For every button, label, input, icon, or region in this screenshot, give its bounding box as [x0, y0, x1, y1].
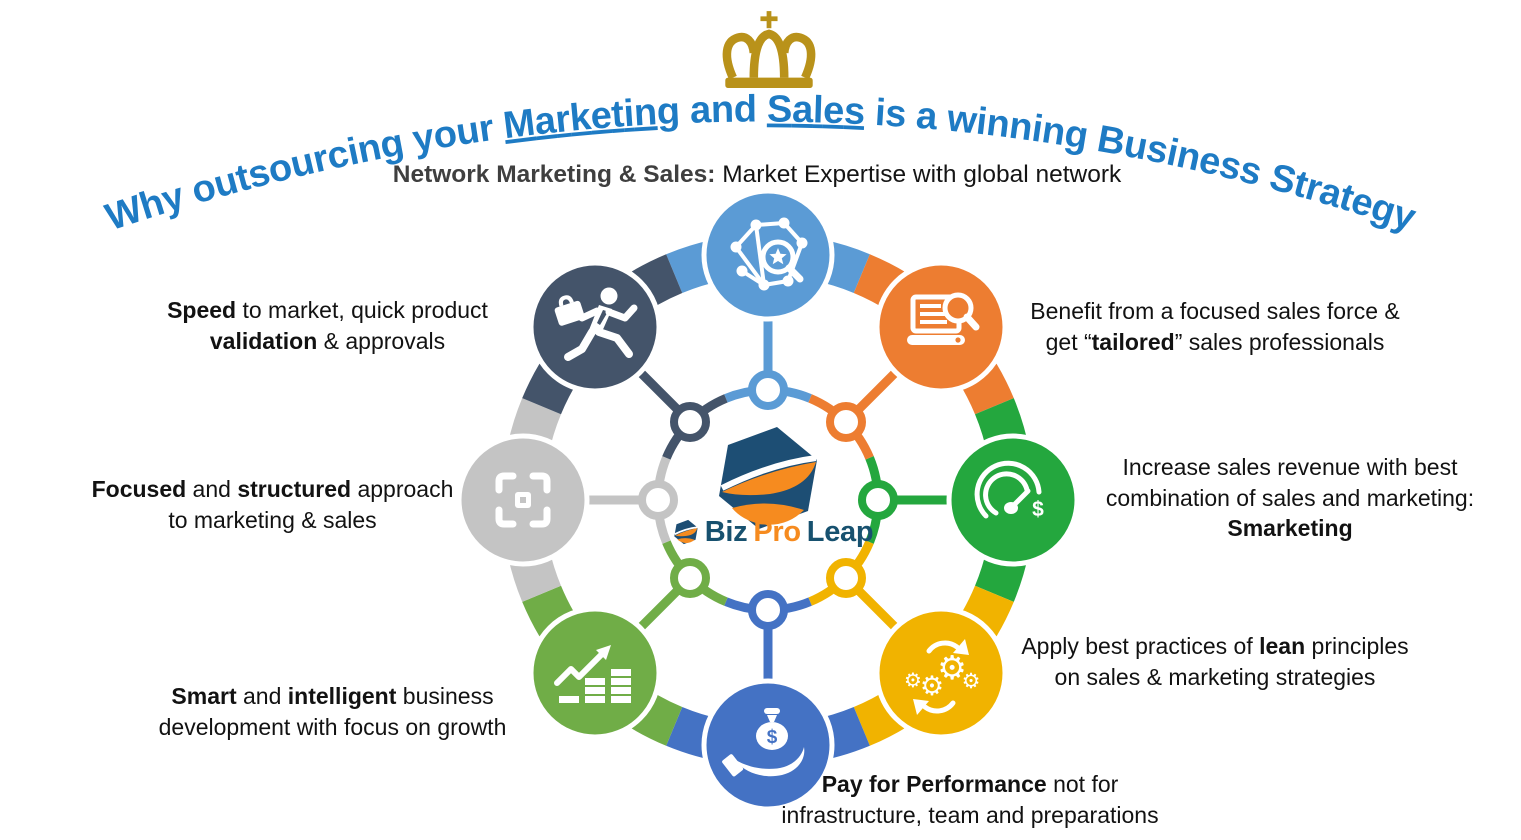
callout-speed: Speed to market, quick product validatio… — [167, 297, 488, 354]
callout-apply: Apply best practices of lean principles … — [1021, 633, 1409, 690]
bizproleap-glyph-icon — [674, 519, 698, 545]
global-network-node — [701, 188, 835, 322]
callout-benefit: Benefit from a focused sales force & get… — [1030, 298, 1400, 355]
speed-node — [528, 260, 662, 394]
callout-smart: Smart and intelligent business developme… — [158, 683, 507, 740]
subtitle-lead: Network Marketing & Sales: — [392, 161, 716, 188]
sales-revenue-node: $ — [946, 433, 1080, 567]
logo-text-leap: Leap — [806, 515, 874, 548]
callout-pay: Pay for Performance not for infrastructu… — [781, 771, 1159, 828]
logo-text-biz: Biz — [704, 515, 748, 548]
svg-text:$: $ — [1032, 498, 1044, 521]
subtitle: Network Marketing & Sales: Market Expert… — [297, 161, 1217, 189]
growth-chart-icon — [554, 645, 631, 703]
network-search-icon — [730, 217, 808, 291]
laptop-search-icon — [907, 292, 980, 345]
callout-focused: Focused and structured approach to marke… — [91, 476, 454, 533]
logo-text-pro: Pro — [753, 515, 801, 548]
svg-text:$: $ — [767, 727, 778, 748]
svg-text:⚙: ⚙ — [962, 669, 981, 693]
lean-practices-node: ⚙ ⚙ ⚙ ⚙ — [874, 606, 1008, 740]
focus-node — [456, 433, 590, 567]
svg-text:⚙: ⚙ — [920, 671, 944, 702]
focus-frame-icon — [495, 472, 551, 528]
callout-increase: Increase sales revenue with best combina… — [1105, 454, 1475, 542]
sales-force-node — [874, 260, 1008, 394]
gears-sync-icon: ⚙ ⚙ ⚙ ⚙ — [904, 639, 980, 715]
bizproleap-logo-shield — [719, 427, 817, 529]
outsourcing-wheel: $ ⚙ ⚙ ⚙ ⚙ $ — [456, 188, 1080, 812]
crown-icon — [722, 11, 816, 89]
svg-text:⚙: ⚙ — [937, 648, 967, 687]
growth-node — [528, 606, 662, 740]
subtitle-rest: Market Expertise with global network — [715, 161, 1122, 188]
speedometer-dollar-icon: $ — [974, 460, 1044, 521]
pay-performance-node: $ — [701, 678, 835, 812]
running-businessman-icon — [554, 287, 638, 361]
connector-dots — [638, 370, 898, 630]
money-hand-icon: $ — [722, 708, 805, 777]
svg-text:⚙: ⚙ — [904, 668, 922, 692]
